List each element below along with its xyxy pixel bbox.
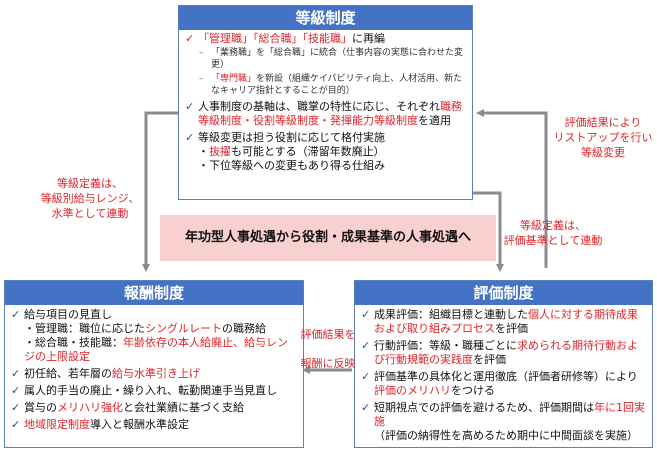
reward-item-2: ✓ 初任給、若年層の給与水準引き上げ xyxy=(11,367,200,380)
evaluation-system-title: 評価制度 xyxy=(355,281,652,305)
arrow-grade-to-eval xyxy=(473,191,504,272)
eval-item-4: ✓ 短期視点での評価を避けるため、評価期間は年に1回実施 xyxy=(361,401,645,428)
center-message: 年功型人事処遇から役割・成果基準の人事処遇へ xyxy=(160,215,496,261)
reward-item-1: ✓ 給与項目の見直し xyxy=(11,308,112,321)
eval-item-4-line-1: （評価の納得性を高めるため期中に中間面談を実施） xyxy=(374,429,638,442)
check-icon: ✓ xyxy=(185,32,195,45)
label-eval-to-grade: 評価結果により リストアップを行い 等級変更 xyxy=(553,116,653,159)
reward-system-box: 報酬制度 ✓ 給与項目の見直し ・管理職：職位に応じたシングルレートの職務給 ・… xyxy=(4,280,304,448)
check-icon: ✓ xyxy=(361,370,371,383)
eval-item-1: ✓ 成果評価：組織目標と連動した個人に対する期待成果および取り組みプロセスを評価 xyxy=(361,308,638,335)
check-icon: ✓ xyxy=(185,131,195,144)
eval-item-2: ✓ 行動評価：等級・職種ごとに求められる期待行動および行動規範の実践度を評価 xyxy=(361,339,638,366)
grade-item-3: ✓ 等級変更は担う役割に応じて格付実施 xyxy=(185,131,385,144)
check-icon: ✓ xyxy=(361,308,371,321)
reward-item-1-line-1: ・管理職：職位に応じたシングルレートの職務給 xyxy=(24,322,266,335)
label-grade-to-reward: 等級定義は、 等級別給与レンジ、 水準として連動 xyxy=(40,177,140,220)
reward-item-1-line-2: ・総合職・技能職：年齢依存の本人給廃止、給与レンジの上限設定 xyxy=(24,336,288,363)
check-icon: ✓ xyxy=(361,401,371,414)
label-grade-to-eval: 等級定義は、 評価基準として連動 xyxy=(503,219,603,247)
check-icon: ✓ xyxy=(11,308,21,321)
reward-item-5: ✓ 地域限定制度導入と報酬水準設定 xyxy=(11,418,189,431)
label-eval-to-reward: 評価結果を 報酬に反映 xyxy=(300,328,356,370)
grade-item-1: ✓ 「管理職」「総合職」「技能職」に再編 xyxy=(185,32,385,45)
reward-item-3: ✓ 属人的手当の廃止・繰り入れ、転勤関連手当見直し xyxy=(11,384,278,397)
check-icon: ✓ xyxy=(11,384,21,397)
check-icon: ✓ xyxy=(11,401,21,414)
reward-system-title: 報酬制度 xyxy=(5,281,303,305)
reward-item-4: ✓ 賞与のメリハリ強化と会社業績に基づく支給 xyxy=(11,401,244,414)
grade-sub-2: –「専門職」を新設（組織ケイパビリティ向上、人材活用、新たなキャリア指針とするこ… xyxy=(199,74,463,96)
check-icon: ✓ xyxy=(11,418,21,431)
check-icon: ✓ xyxy=(11,367,21,380)
grade-sub-1: –「業務職」を「総合職」に統合（仕事内容の実態に合わせた変更） xyxy=(199,48,464,70)
grade-item-2: ✓ 人事制度の基軸は、職掌の特性に応じ、それぞれ職務等級制度・役割等級制度・発揮… xyxy=(185,100,462,127)
check-icon: ✓ xyxy=(361,339,371,352)
arrow-grade-to-reward xyxy=(142,111,178,272)
arrow-eval-to-grade xyxy=(476,109,548,268)
grade-system-box: 等級制度 ✓ 「管理職」「総合職」「技能職」に再編 –「業務職」を「総合職」に統… xyxy=(178,5,473,200)
grade-item-3-line-1: ・抜擢も可能とする（滞留年数廃止） xyxy=(198,145,385,158)
check-icon: ✓ xyxy=(185,100,195,113)
grade-item-3-line-2: ・下位等級への変更もあり得る仕組み xyxy=(198,159,385,172)
grade-system-title: 等級制度 xyxy=(179,6,472,30)
eval-item-3: ✓ 評価基準の具体化と運用徹底（評価者研修等）により評価のメリハリをつける xyxy=(361,370,638,397)
evaluation-system-box: 評価制度 ✓ 成果評価：組織目標と連動した個人に対する期待成果および取り組みプロ… xyxy=(354,280,653,448)
